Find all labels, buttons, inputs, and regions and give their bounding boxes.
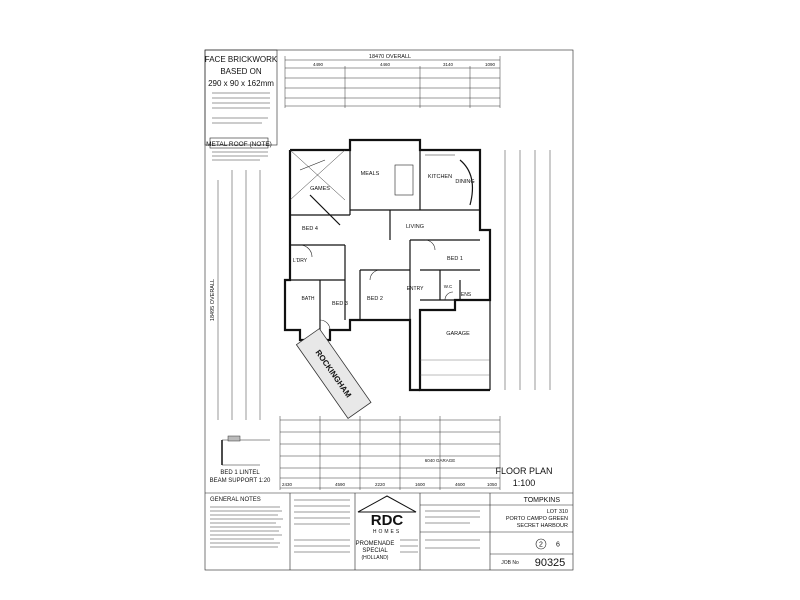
overall-depth: 18495 OVERALL: [210, 279, 216, 321]
model-line1: PROMENADE: [356, 541, 395, 547]
material-box: [204, 49, 278, 146]
room-kitchen: KITCHEN: [428, 174, 452, 180]
sheet-border: [204, 49, 574, 571]
lintel-detail: BED 1 LINTEL BEAM SUPPORT 1:20: [210, 435, 271, 484]
model-line2: SPECIAL: [362, 548, 388, 554]
bottom-dim-4: 1600: [415, 482, 426, 487]
top-dim-4: 1090: [485, 62, 496, 67]
room-bath: BATH: [302, 296, 315, 302]
stamp: ROCKINGHAM: [295, 328, 372, 419]
room-entry: ENTRY: [407, 286, 425, 292]
general-notes-title: GENERAL NOTES: [210, 497, 261, 503]
room-living: LIVING: [406, 224, 424, 230]
sheet-total: 6: [556, 542, 560, 549]
model-line3: (HOLLAND): [362, 555, 389, 561]
overall-width: 18470 OVERALL: [369, 54, 411, 60]
general-notes: GENERAL NOTES: [210, 497, 283, 548]
kitchen-island: [394, 164, 414, 196]
top-dim-1: 4490: [313, 62, 324, 67]
room-meals: MEALS: [361, 171, 380, 177]
client-name: TOMPKINS: [524, 497, 561, 504]
bottom-dimensions: 2430 4590 2220 1600 4600 1050 6040 GARAG…: [279, 416, 501, 490]
rdc-logo: RDC HOMES: [357, 495, 417, 535]
job-number-label: JOB No: [501, 560, 519, 566]
room-laundry: L'DRY: [293, 258, 308, 264]
logo-subtext: HOMES: [373, 529, 401, 535]
material-line2: BASED ON: [220, 67, 262, 76]
metal-roof-note: METAL ROOF (NOTE): [206, 141, 272, 148]
lintel-line1: BED 1 LINTEL: [220, 470, 260, 476]
bottom-dim-5: 4600: [455, 482, 466, 487]
bottom-dim-6: 1050: [487, 482, 498, 487]
sheet-number-circle: [535, 538, 547, 550]
bottom-dim-1: 2430: [282, 482, 293, 487]
room-bed4: BED 4: [302, 226, 318, 232]
material-line3: 290 x 90 x 162mm: [208, 79, 274, 88]
logo-text: RDC: [371, 512, 404, 529]
room-games: GAMES: [310, 186, 330, 192]
lot-number: LOT 310: [547, 509, 568, 515]
garage-overall: 6040 GARAGE: [425, 458, 456, 463]
top-dim-3: 3140: [443, 62, 454, 67]
room-dining: DINING: [455, 179, 474, 185]
job-number: 90325: [535, 557, 566, 569]
room-wc: W.C: [444, 284, 453, 289]
room-bed3: BED 3: [332, 301, 348, 307]
address-line2: SECRET HARBOUR: [517, 523, 568, 529]
room-ens: ENS: [461, 292, 472, 298]
top-dim-2: 4460: [380, 62, 391, 67]
bottom-dim-2: 4590: [335, 482, 346, 487]
room-bed1: BED 1: [447, 256, 463, 262]
floor-plan-title: FLOOR PLAN: [495, 466, 552, 476]
bottom-dim-3: 2220: [375, 482, 386, 487]
room-bed2: BED 2: [367, 296, 383, 302]
floor-plan-scale: 1:100: [513, 478, 536, 488]
house-walls: [283, 138, 492, 392]
material-line1: FACE BRICKWORK: [205, 55, 278, 64]
room-garage: GARAGE: [446, 331, 470, 337]
sheet-number: 2: [539, 542, 543, 549]
address-line1: PORTO CAMPO GREEN: [506, 516, 568, 522]
lintel-line2: BEAM SUPPORT 1:20: [210, 478, 271, 484]
